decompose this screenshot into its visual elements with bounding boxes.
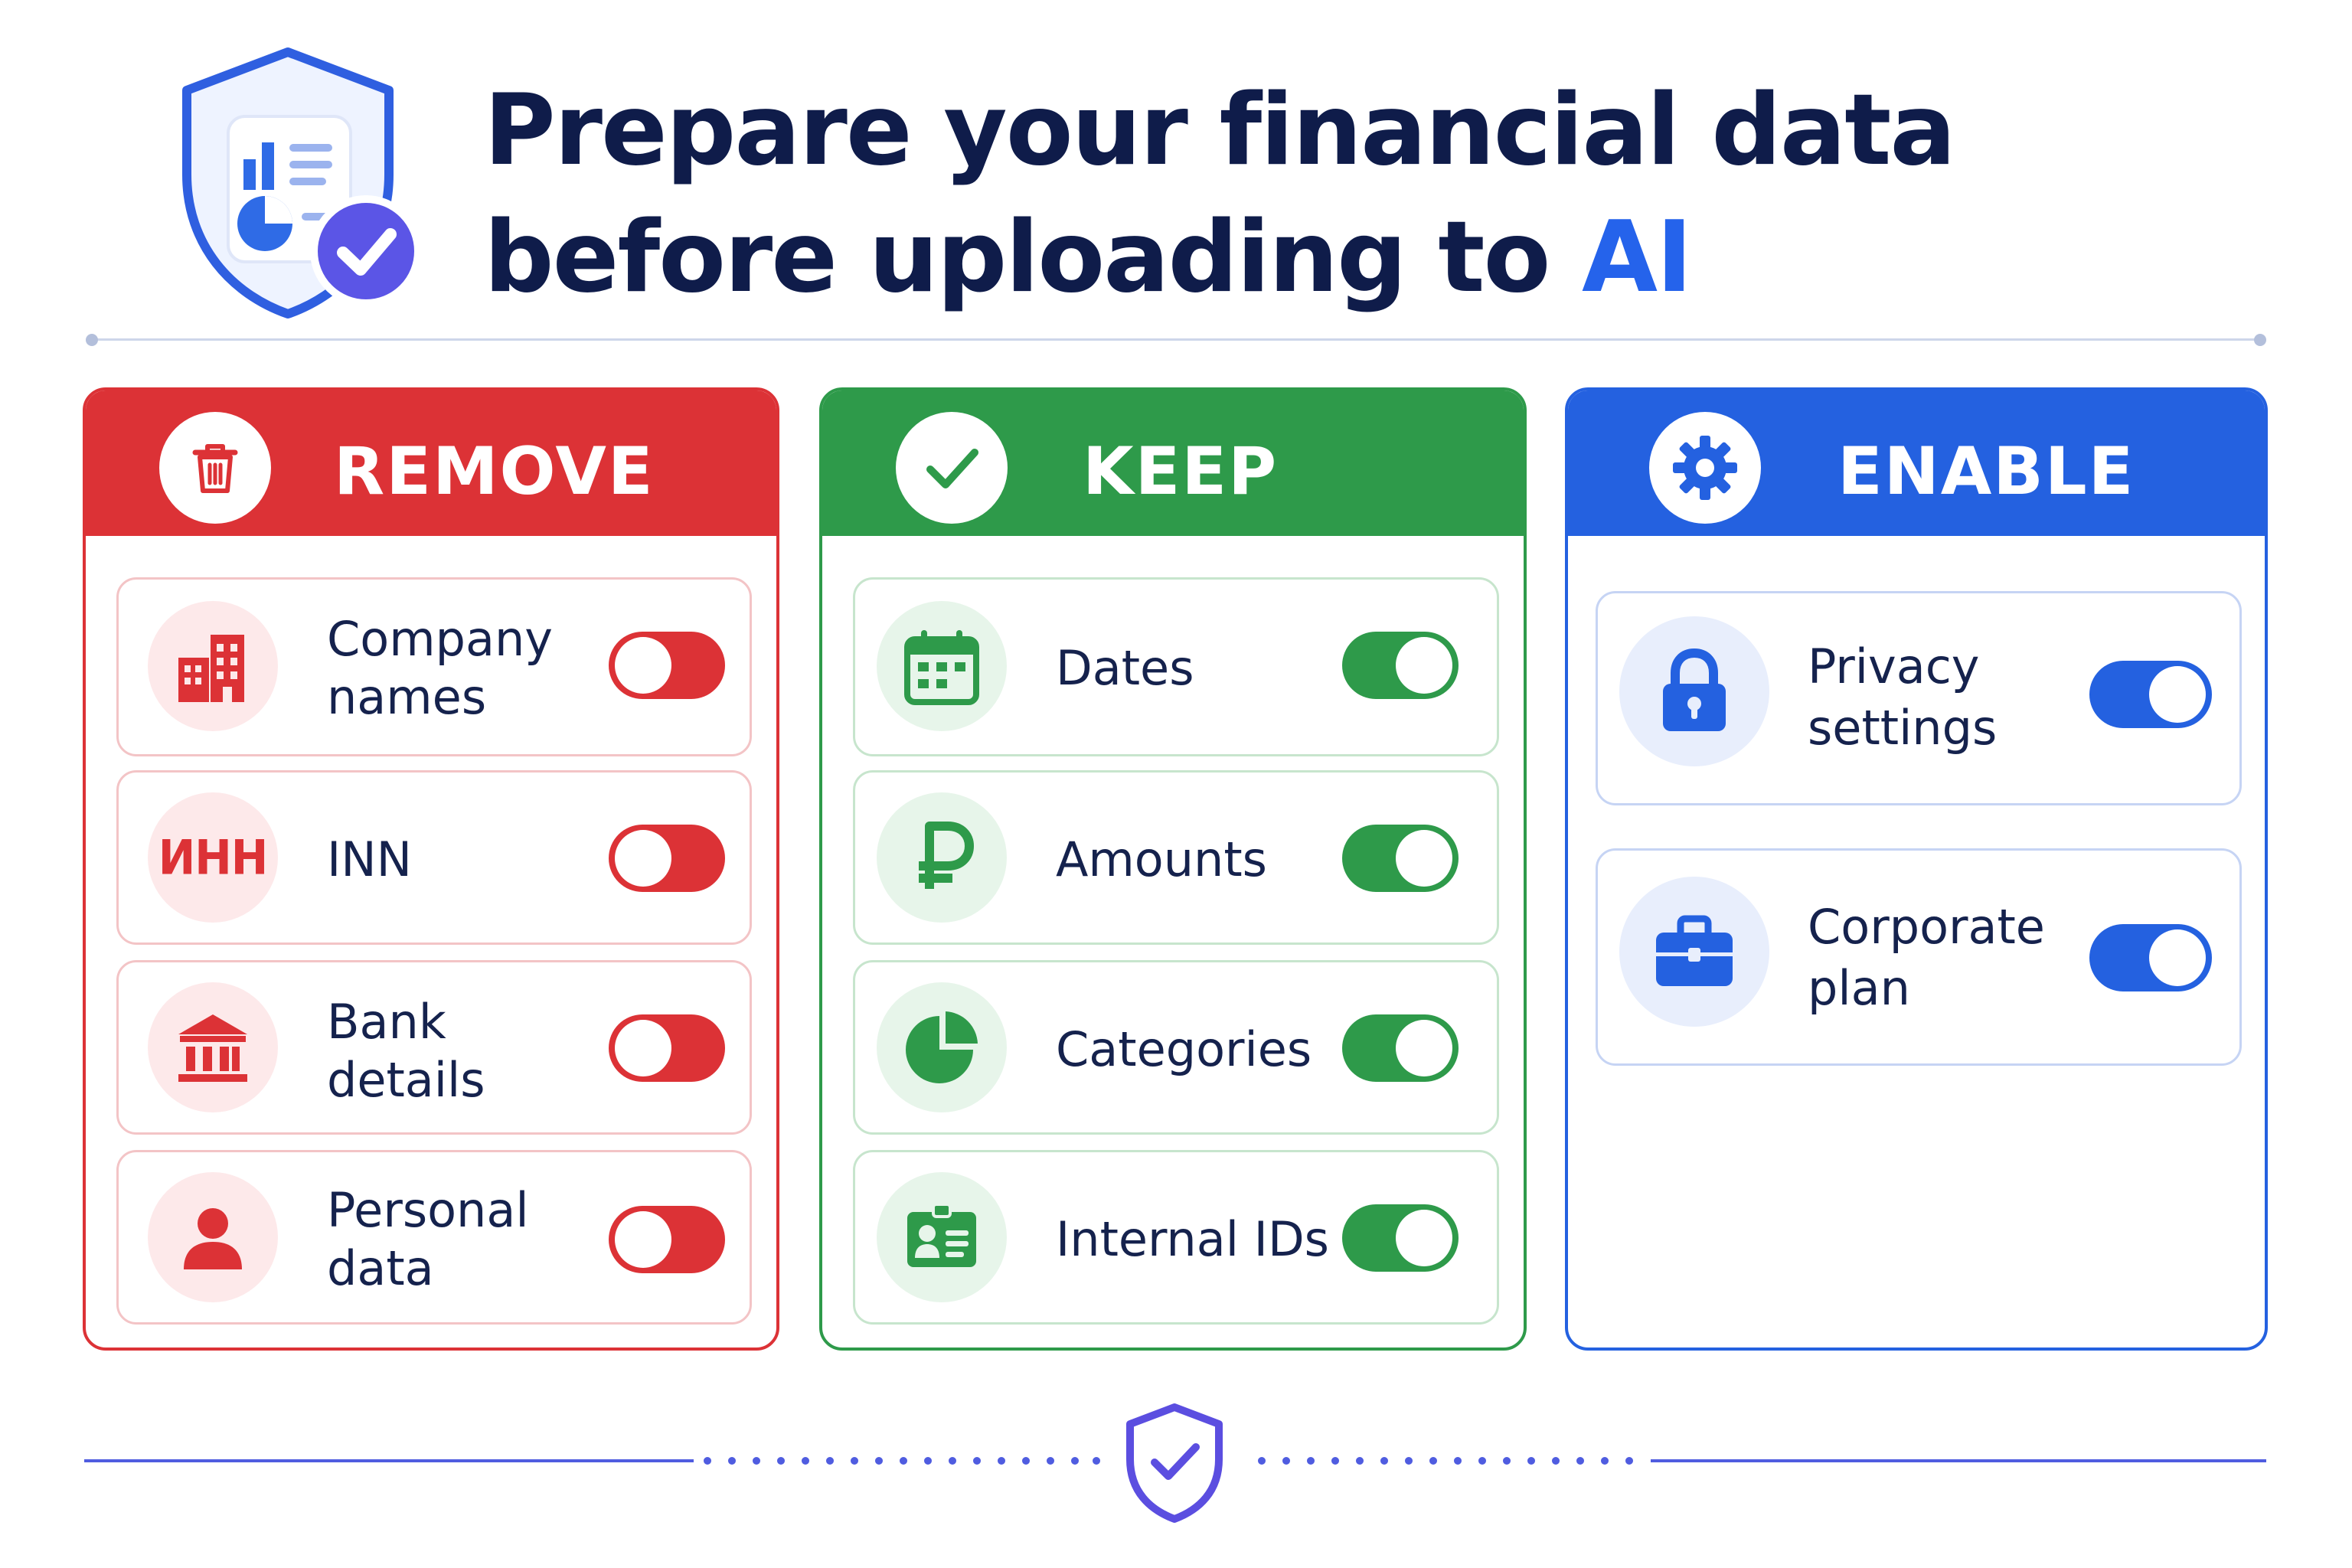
privacy-settings-toggle[interactable] [2089, 661, 2212, 728]
list-item-personal-data: Personal data [116, 1150, 752, 1325]
item-label: Privacy settings [1808, 639, 1998, 756]
ruble-icon [877, 792, 1007, 923]
check-icon [896, 412, 1008, 524]
footer-shield-check-icon [1126, 1403, 1223, 1523]
footer-line-left [84, 1459, 694, 1462]
column-remove-title: REMOVE [334, 433, 655, 510]
toggle-knob [615, 637, 671, 694]
title-line-2: before uploading to [484, 201, 1582, 315]
column-enable-header: ENABLE [1568, 390, 2265, 536]
column-enable: ENABLE Privacy settings Corporate plan [1565, 387, 2268, 1351]
page-title: Prepare your financial data before uploa… [484, 67, 1956, 322]
divider-dot-right [2254, 334, 2266, 346]
list-item-company-names: Company names [116, 577, 752, 756]
corporate-plan-toggle[interactable] [2089, 924, 2212, 991]
calendar-icon [877, 601, 1007, 731]
internal-ids-toggle[interactable] [1342, 1204, 1459, 1272]
dates-toggle[interactable] [1342, 632, 1459, 699]
pie-chart-icon [877, 982, 1007, 1112]
bank-icon [148, 982, 278, 1112]
column-enable-title: ENABLE [1838, 433, 2135, 510]
footer-line-right [1651, 1459, 2266, 1462]
toggle-knob [2149, 666, 2206, 723]
list-item-internal-ids: Internal IDs [853, 1150, 1499, 1325]
person-icon [148, 1172, 278, 1302]
item-label: Categories [1056, 1021, 1312, 1077]
list-item-bank-details: Bank details [116, 960, 752, 1135]
toggle-knob [1396, 830, 1452, 887]
toggle-knob [615, 1211, 671, 1268]
list-item-categories: Categories [853, 960, 1499, 1135]
toggle-knob [1396, 1210, 1452, 1266]
list-item-inn: ИНН INN [116, 770, 752, 945]
toggle-knob [1396, 1020, 1452, 1076]
item-label: INN [327, 831, 413, 887]
item-label: Dates [1056, 640, 1194, 696]
toggle-knob [1396, 637, 1452, 694]
footer-dots-right [1258, 1457, 1633, 1465]
column-keep-header: KEEP [822, 390, 1524, 536]
company-names-toggle[interactable] [609, 632, 725, 699]
gear-icon [1649, 412, 1761, 524]
title-accent: AI [1582, 201, 1693, 315]
amounts-toggle[interactable] [1342, 825, 1459, 892]
inn-toggle[interactable] [609, 825, 725, 892]
title-line-1: Prepare your financial data [484, 74, 1956, 188]
bank-details-toggle[interactable] [609, 1014, 725, 1082]
inn-text-badge: ИНН [148, 792, 278, 923]
toggle-knob [615, 830, 671, 887]
divider-dot-left [86, 334, 98, 346]
list-item-corporate-plan: Corporate plan [1596, 848, 2242, 1066]
toggle-knob [615, 1020, 671, 1076]
list-item-dates: Dates [853, 577, 1499, 756]
buildings-icon [148, 601, 278, 731]
trash-icon [159, 412, 271, 524]
inn-badge-text: ИНН [158, 829, 269, 886]
column-keep: KEEP Dates Amounts Categories Internal I… [819, 387, 1527, 1351]
id-card-icon [877, 1172, 1007, 1302]
item-label: Bank details [327, 994, 485, 1108]
item-label: Corporate plan [1808, 899, 2045, 1016]
personal-data-toggle[interactable] [609, 1206, 725, 1273]
list-item-privacy-settings: Privacy settings [1596, 591, 2242, 805]
footer-dots-left [704, 1457, 1100, 1465]
column-keep-title: KEEP [1083, 433, 1279, 510]
item-label: Amounts [1056, 831, 1267, 887]
column-remove-header: REMOVE [86, 390, 776, 536]
header-divider [92, 338, 2259, 341]
toggle-knob [2149, 929, 2206, 986]
lock-icon [1619, 616, 1769, 766]
categories-toggle[interactable] [1342, 1014, 1459, 1082]
list-item-amounts: Amounts [853, 770, 1499, 945]
shield-document-check-icon [182, 47, 422, 318]
column-remove: REMOVE Company names ИНН INN Bank detail… [83, 387, 779, 1351]
item-label: Internal IDs [1056, 1211, 1329, 1267]
item-label: Company names [327, 611, 553, 725]
briefcase-icon [1619, 877, 1769, 1027]
item-label: Personal data [327, 1182, 529, 1296]
